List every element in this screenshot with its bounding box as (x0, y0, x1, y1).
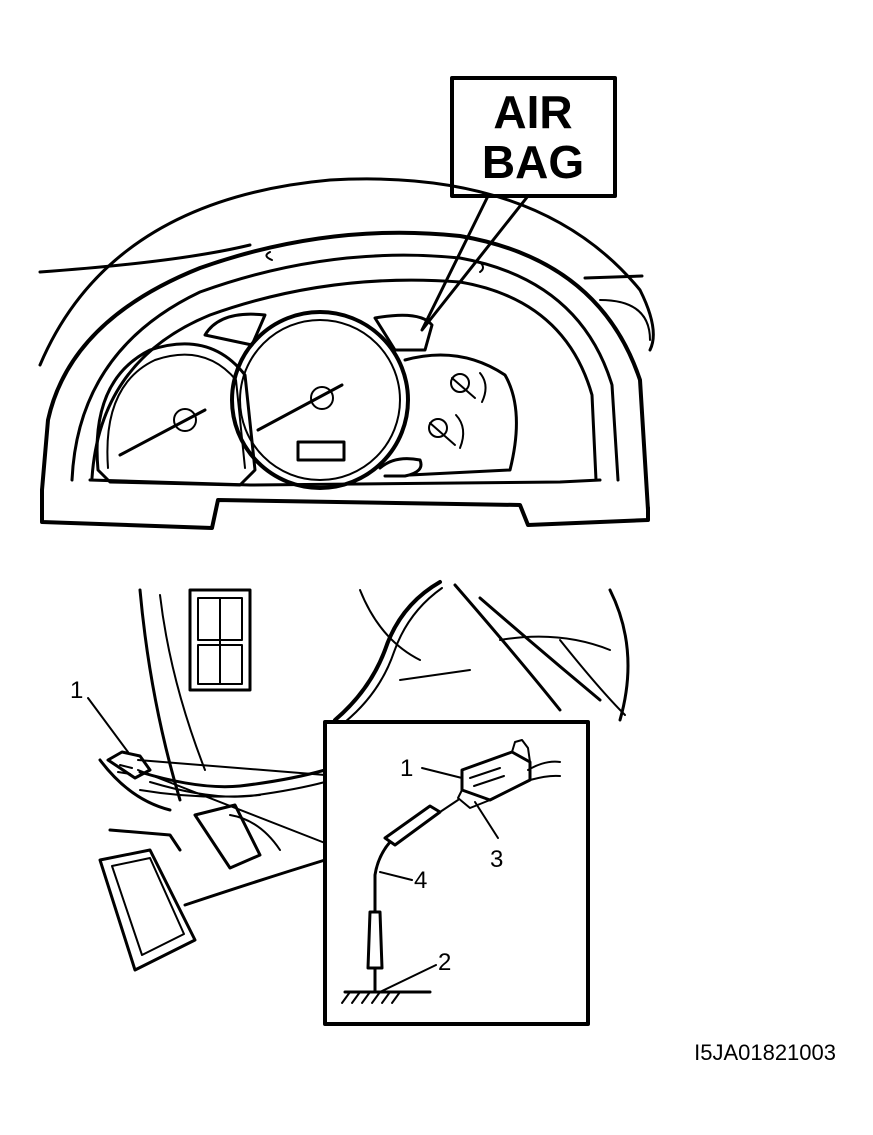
under-dash-view: 1 (70, 580, 630, 972)
callout-line-1: AIR (493, 86, 572, 138)
connector-overview (106, 750, 152, 780)
vent-grille (188, 588, 252, 692)
detail-inset: 1 3 4 2 (323, 720, 590, 1026)
instrument-cluster (38, 177, 655, 530)
callout-line-2: BAG (482, 136, 584, 188)
label-connector-body: 3 (490, 846, 503, 873)
figure-code: I5JA01821003 (694, 1040, 836, 1065)
label-connector-detail: 1 (400, 755, 413, 782)
callout-box (450, 76, 617, 198)
airbag-callout: AIR BAG (420, 76, 617, 332)
airbag-connector (460, 750, 532, 802)
label-wire: 4 (414, 867, 427, 894)
label-connector-overview: 1 (70, 677, 83, 704)
detail-frame (323, 720, 590, 1026)
label-ground: 2 (438, 949, 451, 976)
